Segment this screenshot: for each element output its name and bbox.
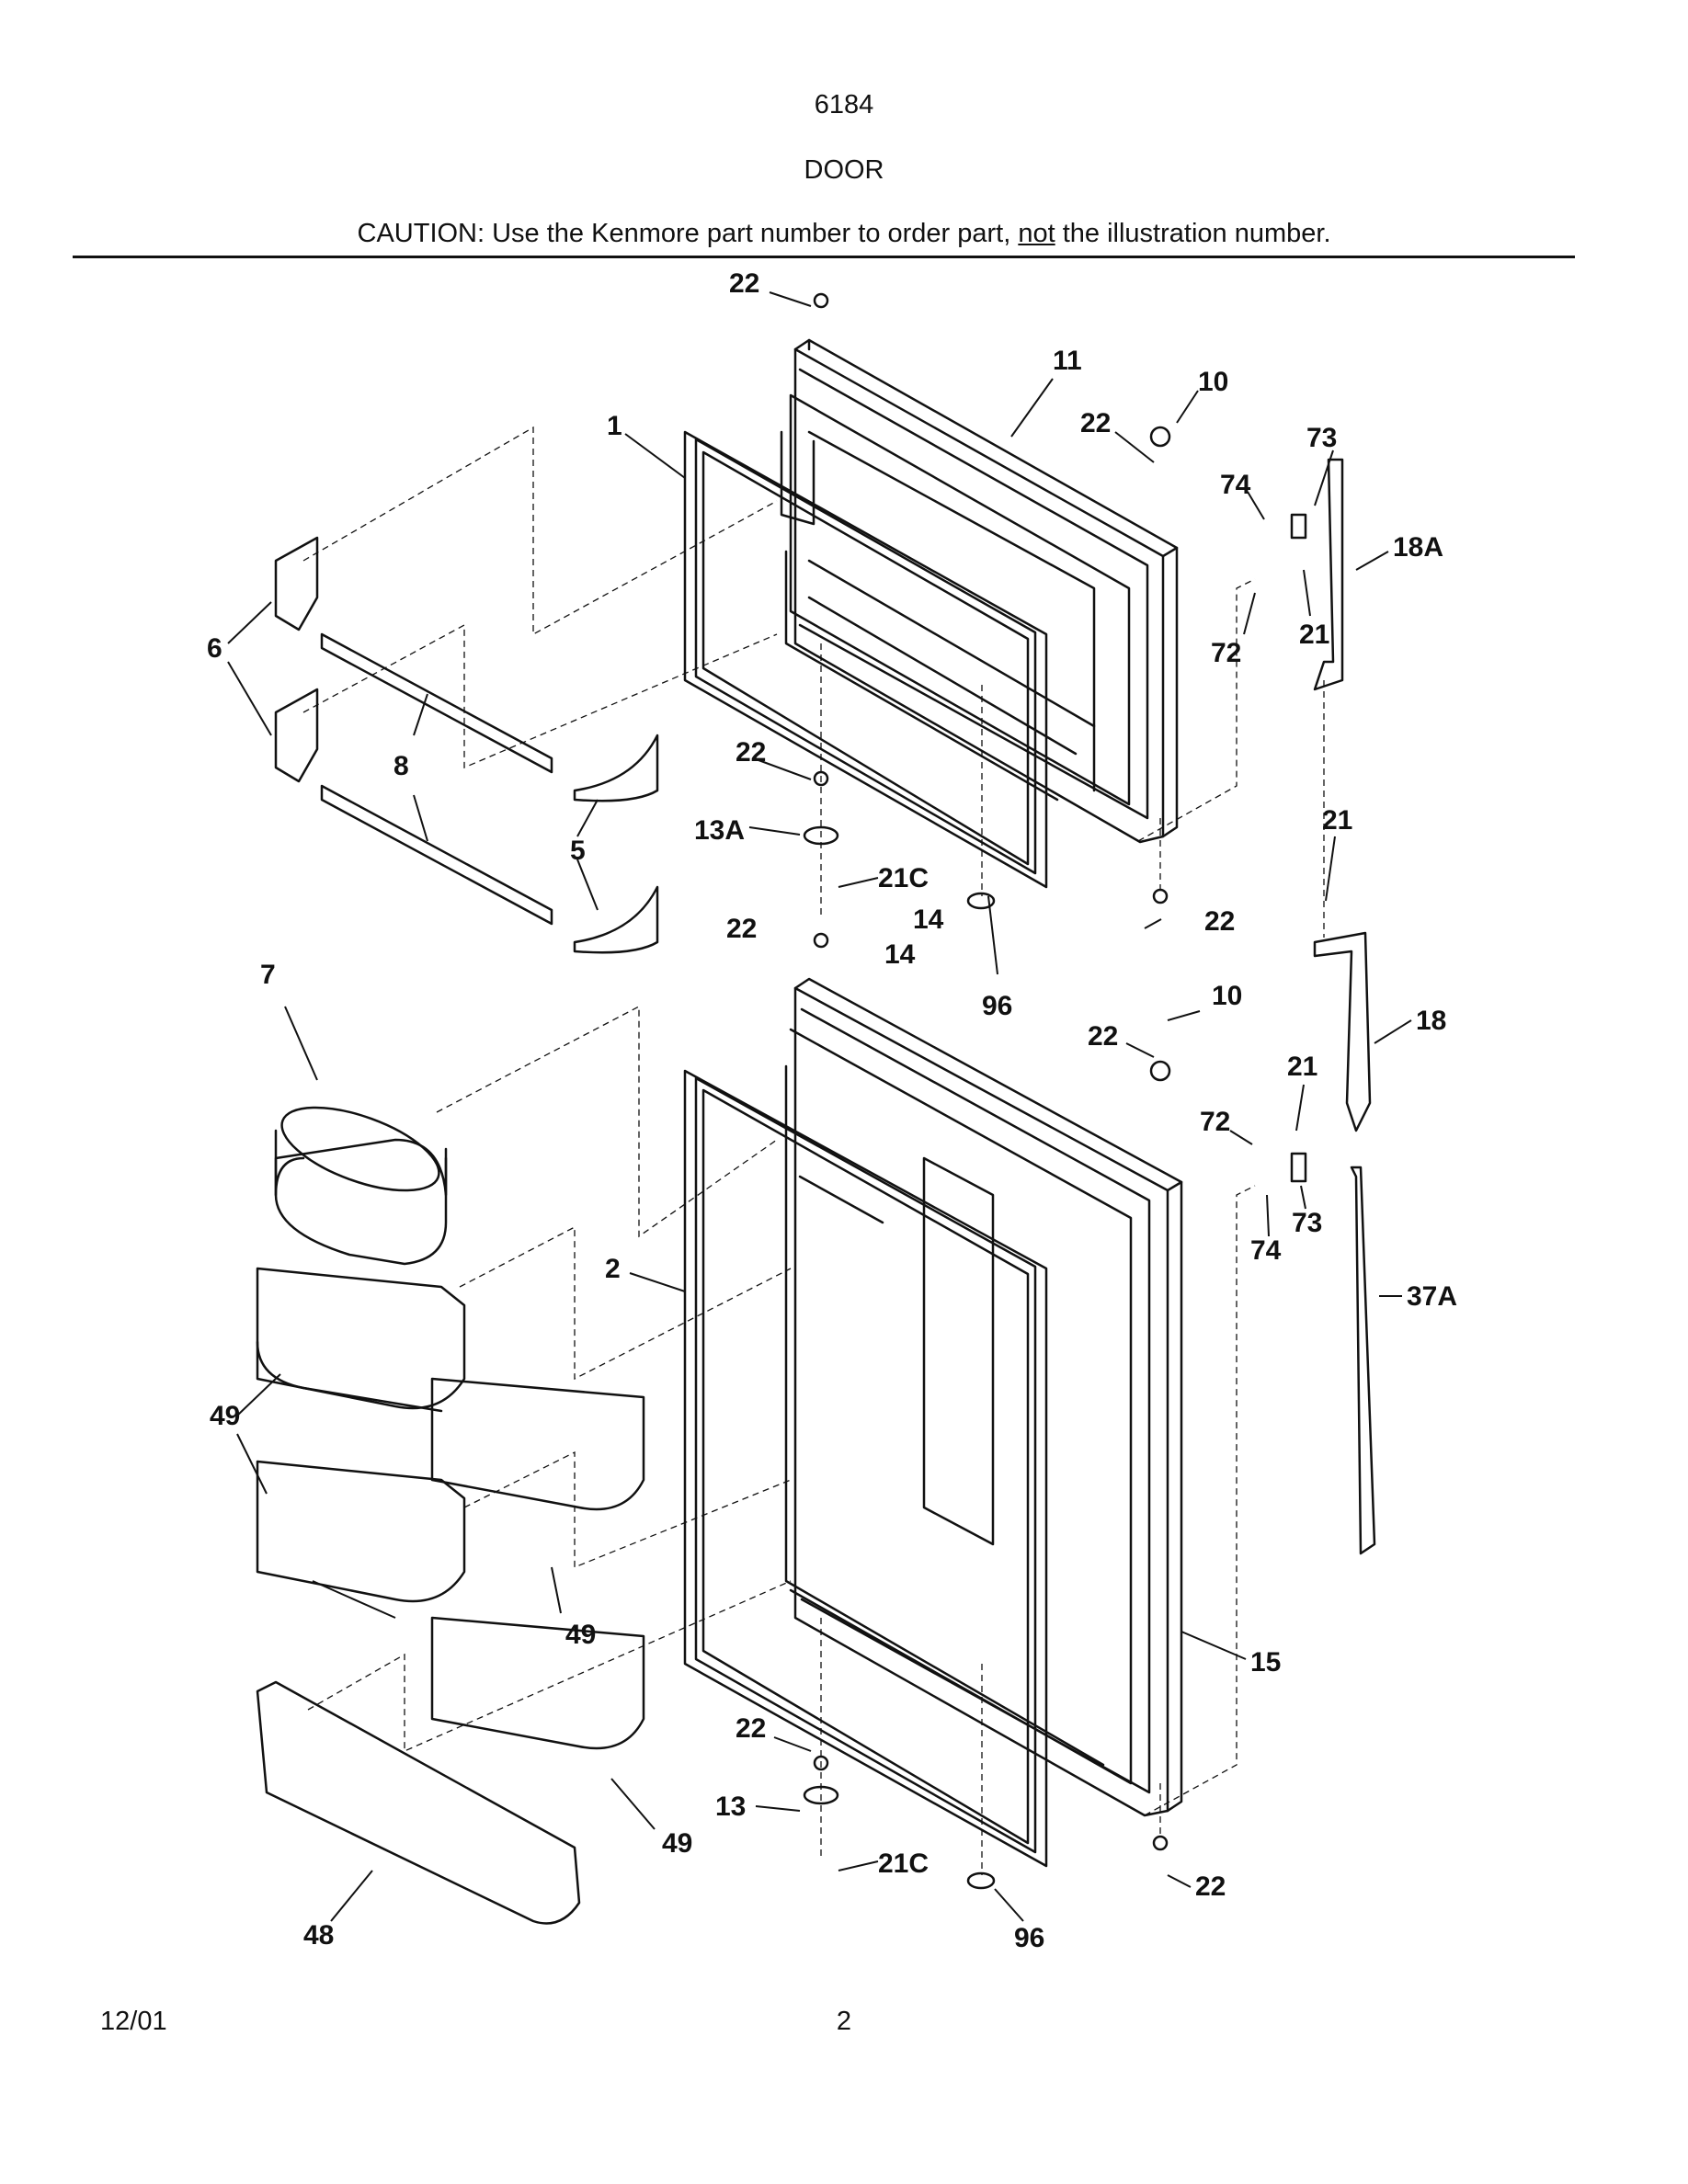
caution-text-end: the illustration number. xyxy=(1055,219,1331,248)
model-number: 6184 xyxy=(814,90,874,119)
callout-73-upper: 73 xyxy=(1306,423,1337,453)
leader-lines xyxy=(227,291,1389,975)
callout-22-lower-mid: 22 xyxy=(736,1713,766,1744)
callout-18a: 18A xyxy=(1393,532,1443,563)
callout-22-lower-bottom: 22 xyxy=(1195,1871,1226,1902)
shelf-rail-assemblies xyxy=(274,536,659,954)
lower-door-gasket xyxy=(683,1069,1048,1868)
callout-5: 5 xyxy=(570,836,586,866)
callout-37a: 37A xyxy=(1407,1281,1457,1312)
callout-13: 13 xyxy=(715,1792,746,1822)
callout-2: 2 xyxy=(605,1254,621,1284)
callout-73-lower: 73 xyxy=(1292,1208,1322,1238)
callout-21c-upper: 21C xyxy=(878,863,929,893)
callout-96-lower: 96 xyxy=(1014,1923,1044,1953)
revision-date: 12/01 xyxy=(100,2007,167,2036)
leader-lines-lower xyxy=(236,1006,1412,1922)
callout-48: 48 xyxy=(303,1920,334,1951)
caution-note: CAUTION: Use the Kenmore part number to … xyxy=(0,219,1688,249)
callout-8: 8 xyxy=(393,751,409,781)
callout-15: 15 xyxy=(1250,1647,1281,1678)
callout-22-upper-bottom: 22 xyxy=(1204,906,1235,937)
callout-74-lower: 74 xyxy=(1250,1235,1282,1266)
callout-14-a: 14 xyxy=(913,904,944,935)
callout-1: 1 xyxy=(607,411,622,441)
callout-21c-lower: 21C xyxy=(878,1848,929,1879)
callout-49-c: 49 xyxy=(662,1828,692,1859)
callout-labels: 22 11 10 22 73 74 18A 72 21 1 6 8 5 22 1… xyxy=(207,268,1457,1953)
callout-13a: 13A xyxy=(694,815,745,846)
caution-emphasis: not xyxy=(1018,219,1055,248)
callout-10-upper: 10 xyxy=(1198,367,1228,397)
callout-22-lower-top: 22 xyxy=(726,914,757,944)
callout-18: 18 xyxy=(1416,1006,1446,1036)
caution-text: CAUTION: Use the Kenmore part number to … xyxy=(357,219,1019,248)
door-bins xyxy=(256,1267,645,1925)
callout-22-top: 22 xyxy=(729,268,759,299)
page-number: 2 xyxy=(836,2007,852,2036)
lower-door-panel xyxy=(784,977,1183,1817)
alignment-lines xyxy=(302,426,1325,1875)
callout-22-upper-right: 22 xyxy=(1080,408,1111,438)
callout-74-upper: 74 xyxy=(1220,470,1251,500)
callout-7: 7 xyxy=(260,960,276,990)
callout-14-b: 14 xyxy=(884,939,916,970)
callout-49-b: 49 xyxy=(565,1620,596,1650)
callout-72-upper: 72 xyxy=(1211,638,1241,668)
callout-21-lower: 21 xyxy=(1287,1052,1317,1082)
callout-6: 6 xyxy=(207,633,222,664)
callout-21-mid: 21 xyxy=(1322,805,1352,836)
upper-door-gasket xyxy=(683,430,1048,889)
header-rule xyxy=(73,256,1575,258)
callout-49-a: 49 xyxy=(210,1401,240,1431)
callout-22-lower-right: 22 xyxy=(1088,1021,1118,1052)
section-title: DOOR xyxy=(804,155,884,185)
callout-22-upper-mid: 22 xyxy=(736,737,766,768)
callout-21-upper: 21 xyxy=(1299,620,1329,650)
upper-door-panel xyxy=(780,338,1179,844)
callout-11: 11 xyxy=(1053,346,1082,376)
callout-96-upper: 96 xyxy=(982,991,1012,1021)
callout-10-lower: 10 xyxy=(1212,981,1242,1011)
callout-72-lower: 72 xyxy=(1200,1107,1230,1137)
dairy-compartment xyxy=(274,1106,448,1266)
